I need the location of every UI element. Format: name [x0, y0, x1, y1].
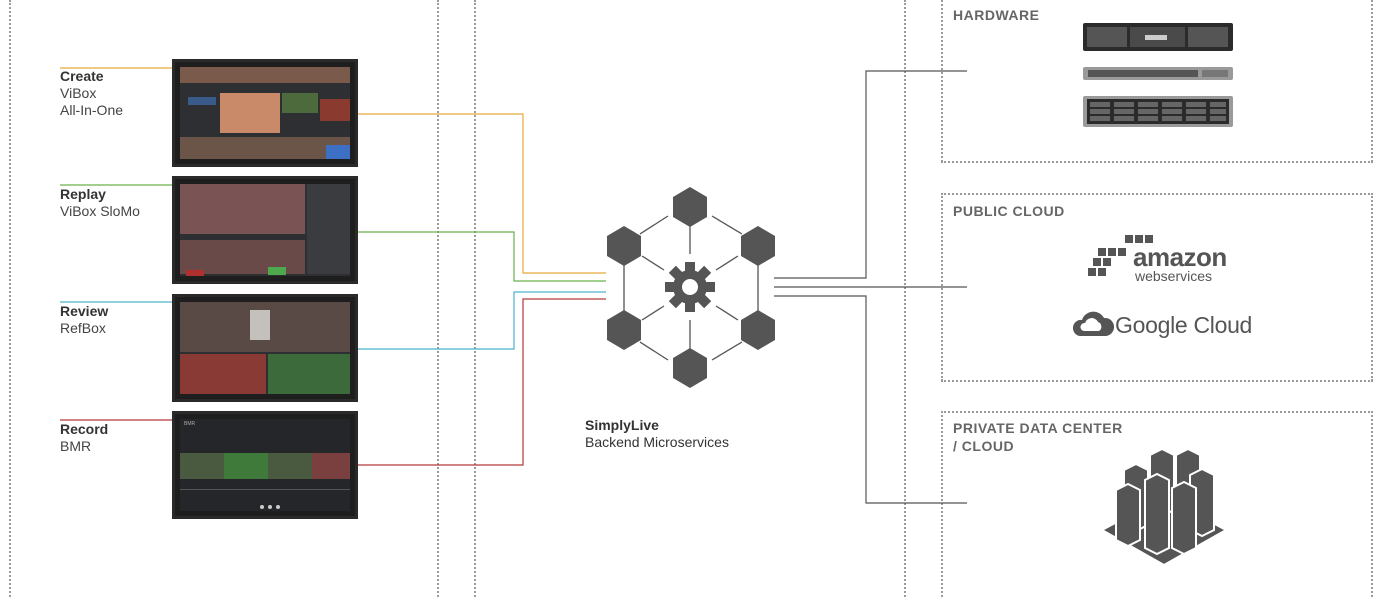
- replay-label: Replay ViBox SloMo: [60, 186, 140, 219]
- data-center-icon: [1099, 447, 1229, 567]
- hexagon-top: [673, 187, 707, 227]
- divider-right: [904, 0, 906, 597]
- server-rack-1-icon: [1083, 23, 1233, 51]
- replay-connector: [358, 231, 606, 282]
- hub-spokes: [623, 215, 759, 361]
- create-connector: [358, 113, 606, 274]
- review-screen: [172, 294, 358, 402]
- divider-mid-1: [437, 0, 439, 597]
- gear-icon: [665, 262, 715, 312]
- create-label: Create ViBox All-In-One: [60, 68, 124, 118]
- divider-mid-2: [474, 0, 476, 597]
- hexagon-upper-left: [607, 226, 641, 266]
- server-rack-3-icon: [1083, 96, 1233, 127]
- server-rack-2-icon: [1083, 67, 1233, 80]
- private-dc-connector: [774, 295, 967, 504]
- record-label: Record BMR: [60, 421, 109, 454]
- record-connector: [358, 298, 606, 466]
- hexagon-lower-left: [607, 310, 641, 350]
- hardware-title: HARDWARE: [953, 7, 1040, 23]
- private-dc-title: PRIVATE DATA CENTER / CLOUD: [953, 420, 1123, 454]
- aws-cubes-icon: [1088, 235, 1153, 276]
- hexagon-bottom: [673, 348, 707, 388]
- review-connector: [358, 291, 606, 350]
- divider-left: [9, 0, 11, 597]
- google-cloud-logo: Google Cloud: [1115, 312, 1253, 338]
- hardware-connector: [774, 70, 967, 279]
- record-screen: BMR: [172, 411, 358, 519]
- public-cloud-title: PUBLIC CLOUD: [953, 203, 1065, 219]
- review-label: Review RefBox: [60, 303, 109, 336]
- hub-hexagons: [607, 187, 775, 388]
- hub-label: SimplyLive Backend Microservices: [585, 417, 729, 450]
- hexagon-lower-right: [741, 310, 775, 350]
- create-screen: [172, 59, 358, 167]
- replay-screen: [172, 176, 358, 284]
- hexagon-upper-right: [741, 226, 775, 266]
- aws-logo: amazon webservices: [1133, 242, 1227, 284]
